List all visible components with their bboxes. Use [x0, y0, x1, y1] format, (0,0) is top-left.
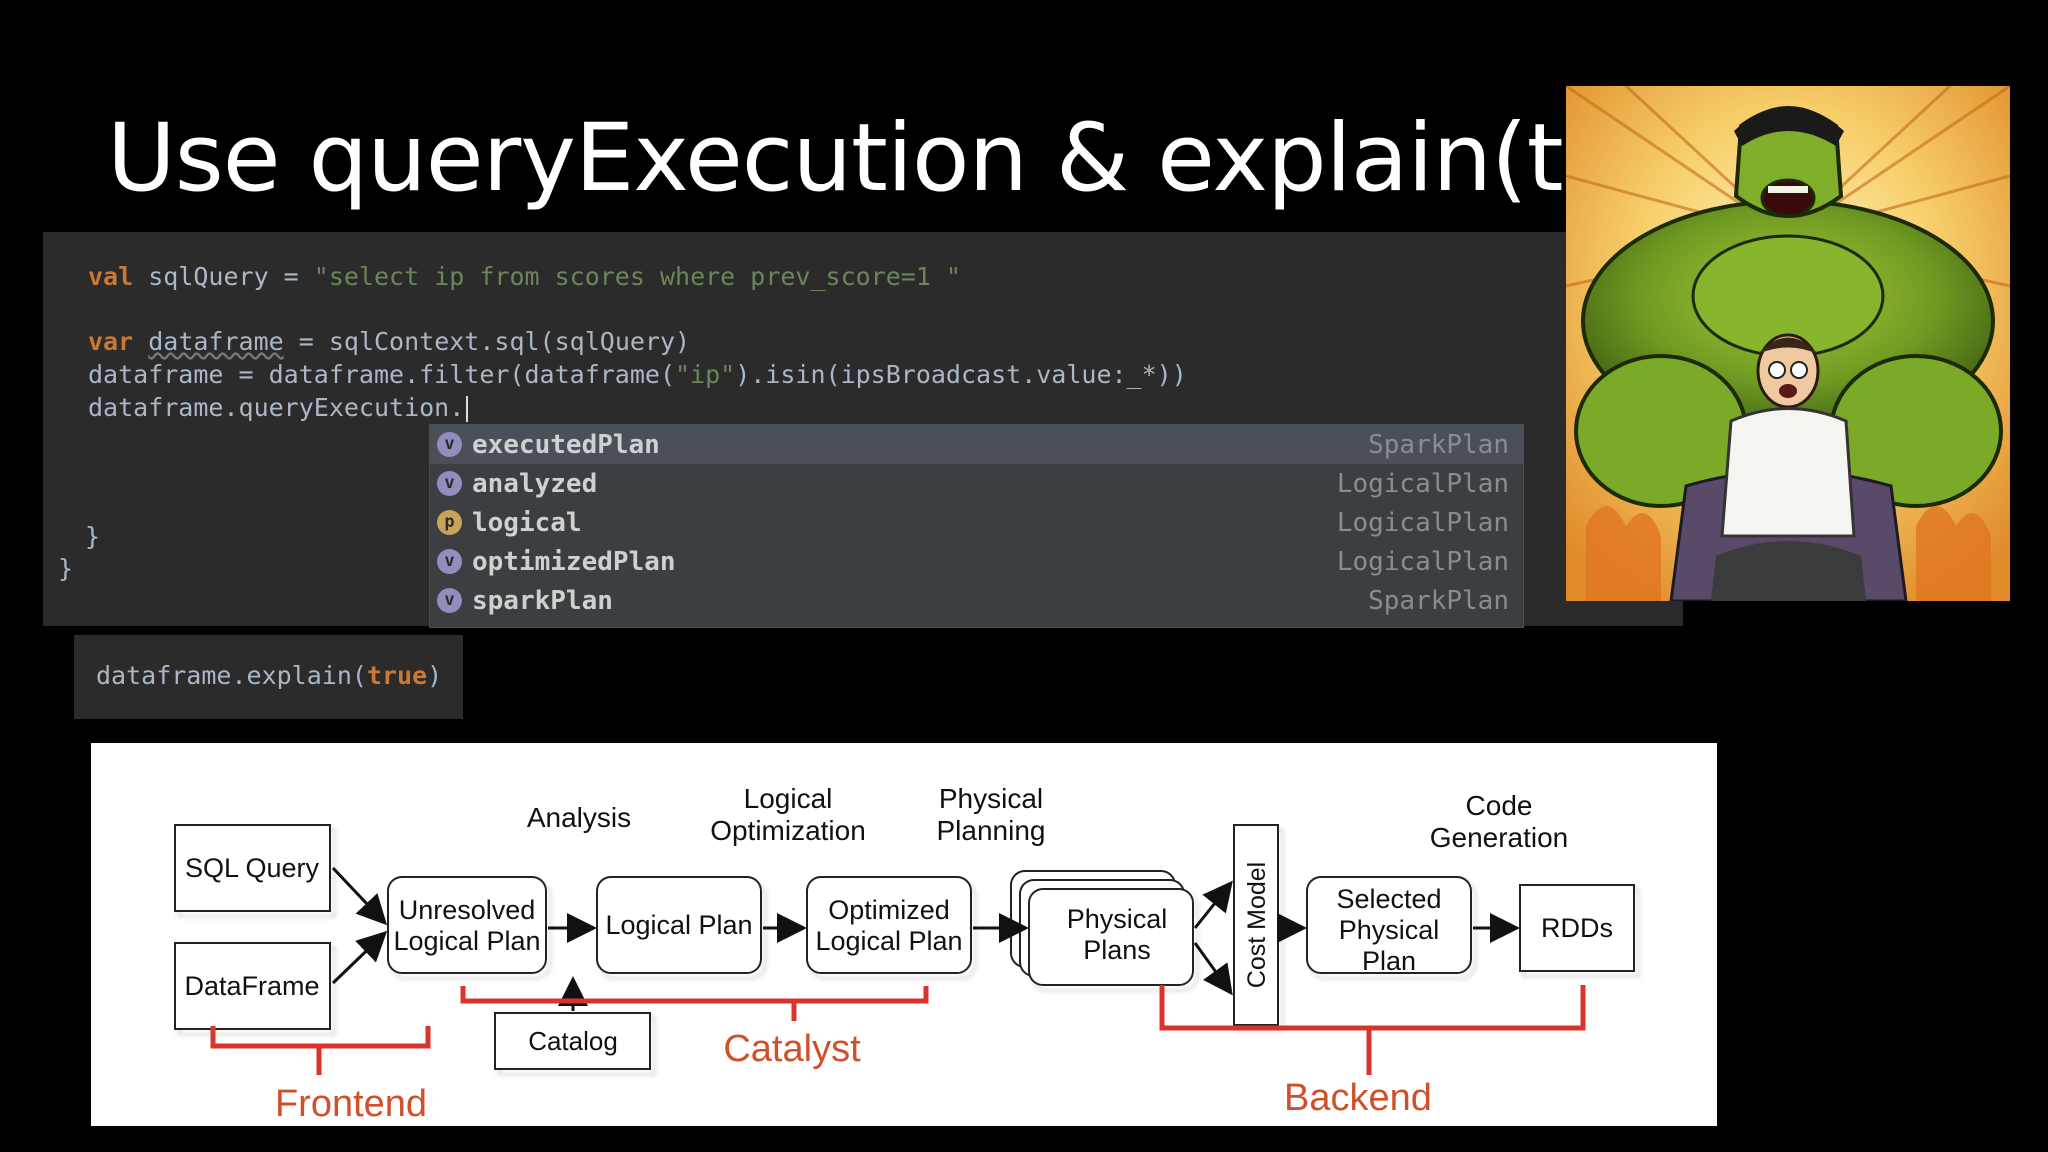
code-line-2: var dataframe = sqlContext.sql(sqlQuery)	[88, 327, 690, 356]
group-brackets	[210, 985, 1586, 1075]
stage-code-generation-line1: Code	[1466, 790, 1533, 821]
stage-analysis: Analysis	[527, 802, 631, 833]
stage-logical-optimization-line2: Optimization	[710, 815, 866, 846]
code-text: dataframe = dataframe.filter(dataframe(	[88, 360, 675, 389]
code-text: )	[427, 661, 443, 690]
optimized-label-line2: Logical Plan	[815, 926, 962, 956]
autocomplete-item-type: LogicalPlan	[1336, 508, 1509, 538]
unresolved-label-line2: Logical Plan	[393, 926, 540, 956]
backend-label: Backend	[1284, 1077, 1432, 1119]
code-text: dataframe.explain(	[96, 661, 367, 690]
code-text: = sqlContext.sql(sqlQuery)	[283, 327, 691, 356]
autocomplete-item-name: logical	[472, 508, 582, 538]
code-text: ).isin(ipsBroadcast.value:_*))	[735, 360, 1187, 389]
optimized-logical-plan-box	[806, 876, 972, 974]
string-literal: "select ip from scores where prev_score=…	[313, 262, 961, 291]
selected-label-line1: Selected	[1336, 884, 1441, 914]
keyword: var	[88, 327, 134, 356]
selected-label-line3: Plan	[1362, 946, 1416, 976]
hulk-comic-illustration	[1566, 86, 2010, 601]
variable-name: dataframe	[148, 327, 284, 356]
explain-snippet: dataframe.explain(true)	[74, 635, 463, 719]
stage-code-generation-line2: Generation	[1430, 822, 1569, 853]
dataframe-box	[174, 942, 331, 1030]
autocomplete-item-type: SparkPlan	[1368, 586, 1509, 616]
stage-logical-optimization-line1: Logical	[744, 783, 833, 814]
flow-arrows	[331, 866, 1520, 1011]
frontend-label: Frontend	[275, 1083, 427, 1125]
rdds-box	[1519, 884, 1635, 972]
logical-plan-label: Logical Plan	[605, 910, 752, 940]
code-text: dataframe.queryExecution.	[88, 393, 465, 422]
sql-query-label: SQL Query	[185, 853, 320, 883]
cost-model-label: Cost Model	[1243, 862, 1271, 988]
autocomplete-item[interactable]: v executedPlan SparkPlan	[430, 425, 1523, 464]
autocomplete-item-name: executedPlan	[472, 430, 660, 460]
slide-title: Use queryExecution & explain(true)	[107, 104, 1752, 213]
physical-plans-label-line1: Physical	[1067, 904, 1168, 934]
autocomplete-popup[interactable]: v executedPlan SparkPlan v analyzed Logi…	[429, 424, 1524, 628]
optimized-label-line1: Optimized	[828, 895, 950, 925]
autocomplete-item[interactable]: v sparkPlan SparkPlan	[430, 581, 1523, 620]
sql-query-box	[174, 824, 331, 912]
unresolved-logical-plan-box	[387, 876, 547, 974]
rdds-label: RDDs	[1541, 913, 1613, 943]
selected-label-line2: Physical	[1339, 915, 1440, 945]
stage-physical-planning-line2: Planning	[937, 815, 1046, 846]
autocomplete-item[interactable]: v analyzed LogicalPlan	[430, 464, 1523, 503]
catalog-box	[494, 1012, 651, 1070]
text-caret	[466, 396, 469, 422]
catalog-label: Catalog	[528, 1026, 618, 1056]
value-icon: v	[437, 549, 462, 574]
cost-model-box	[1233, 824, 1279, 1026]
unresolved-label-line1: Unresolved	[399, 895, 536, 925]
stage-physical-planning-line1: Physical	[939, 783, 1043, 814]
autocomplete-item[interactable]: v optimizedPlan LogicalPlan	[430, 542, 1523, 581]
autocomplete-item-type: SparkPlan	[1368, 430, 1509, 460]
autocomplete-item-type: LogicalPlan	[1336, 547, 1509, 577]
physical-plans-label-line2: Plans	[1083, 935, 1151, 965]
code-line-3: dataframe = dataframe.filter(dataframe("…	[88, 360, 1187, 389]
physical-plans-box	[1028, 888, 1194, 986]
closing-brace-outer: }	[58, 554, 74, 583]
keyword: val	[88, 262, 134, 291]
dataframe-label: DataFrame	[184, 971, 319, 1001]
autocomplete-item-name: analyzed	[472, 469, 598, 499]
catalyst-pipeline-diagram: Analysis Logical Optimization Physical P…	[91, 743, 1717, 1126]
parameter-icon: p	[437, 510, 462, 535]
code-text: sqlQuery =	[133, 262, 314, 291]
value-icon: v	[437, 588, 462, 613]
logical-plan-box	[596, 876, 762, 974]
autocomplete-item-name: sparkPlan	[472, 586, 613, 616]
autocomplete-item[interactable]: p logical LogicalPlan	[430, 503, 1523, 542]
keyword: true	[366, 661, 428, 690]
value-icon: v	[437, 432, 462, 457]
autocomplete-item-name: optimizedPlan	[472, 547, 676, 577]
explain-code: dataframe.explain(true)	[96, 661, 442, 690]
selected-physical-plan-box	[1306, 876, 1472, 974]
catalyst-label: Catalyst	[723, 1028, 861, 1070]
string-literal: "ip"	[675, 360, 736, 389]
code-line-1: val sqlQuery = "select ip from scores wh…	[88, 262, 961, 291]
value-icon: v	[437, 471, 462, 496]
autocomplete-item-type: LogicalPlan	[1336, 469, 1509, 499]
closing-brace-inner: }	[85, 522, 101, 551]
code-line-4: dataframe.queryExecution.	[88, 393, 469, 422]
